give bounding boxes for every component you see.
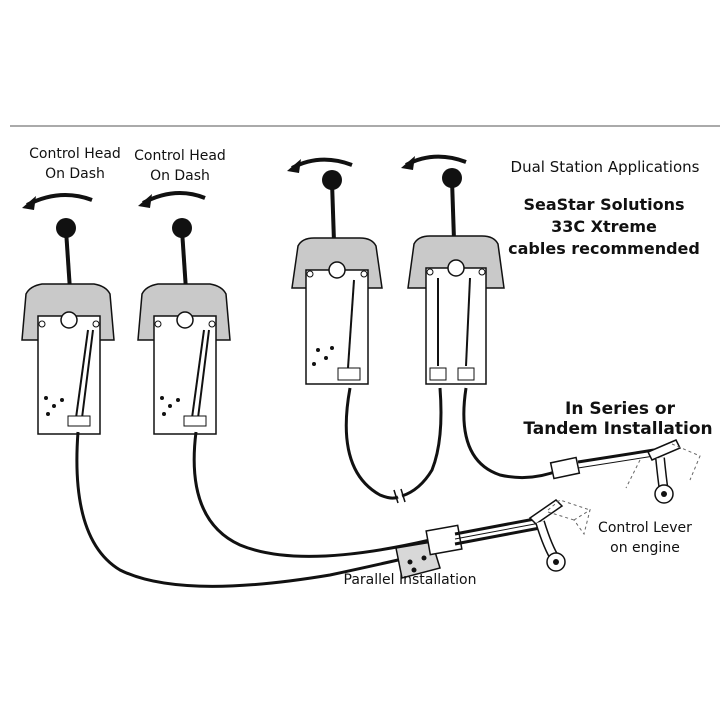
control-head-2-label-line2: On Dash (150, 168, 210, 184)
control-head-2 (137, 218, 231, 435)
parallel-installation-label: Parallel Installation (344, 572, 477, 588)
rotation-arrow-3 (287, 157, 353, 173)
cable-head1 (75, 431, 441, 588)
control-head-2-label-line1: Control Head (134, 148, 226, 164)
cables (75, 387, 561, 588)
lever-knob (56, 218, 76, 238)
lever-knob (442, 168, 462, 188)
control-head-3 (291, 170, 383, 385)
rotation-arrow-1 (22, 193, 93, 210)
control-lever-line-2: on engine (610, 540, 680, 556)
in-series-line-1: In Series or (565, 399, 676, 419)
lever-shaft (64, 229, 72, 291)
series-fitting (549, 448, 655, 480)
seastar-line-1: SeaStar Solutions (523, 195, 684, 214)
lever-knob (322, 170, 342, 190)
lever-shaft (180, 229, 188, 291)
cable-head3-continued (401, 387, 443, 498)
control-head-4 (407, 168, 505, 385)
rotation-arrow-2 (138, 191, 206, 208)
control-head-1-label-line2: On Dash (45, 166, 105, 182)
control-lever-line-1: Control Lever (598, 520, 692, 536)
control-head-1-label-line1: Control Head (29, 146, 121, 162)
cable-head4 (462, 387, 561, 480)
lever-shaft (330, 181, 336, 243)
cable-head2 (192, 431, 431, 558)
seastar-line-3: cables recommended (508, 239, 700, 258)
engine-lever-lower (528, 499, 591, 572)
control-head-1 (21, 218, 115, 435)
seastar-line-2: 33C Xtreme (551, 217, 657, 236)
cable-head3 (344, 387, 399, 500)
engine-lever-upper (625, 439, 701, 504)
parallel-fitting (395, 516, 541, 579)
mounting-panel (425, 267, 487, 385)
cable-break-mark (393, 488, 406, 504)
dual-station-title: Dual Station Applications (511, 158, 700, 176)
mounting-panel (305, 269, 369, 385)
in-series-line-2: Tandem Installation (523, 419, 712, 439)
lever-shaft (450, 179, 456, 241)
lever-knob (172, 218, 192, 238)
rotation-arrow-4 (401, 154, 467, 170)
